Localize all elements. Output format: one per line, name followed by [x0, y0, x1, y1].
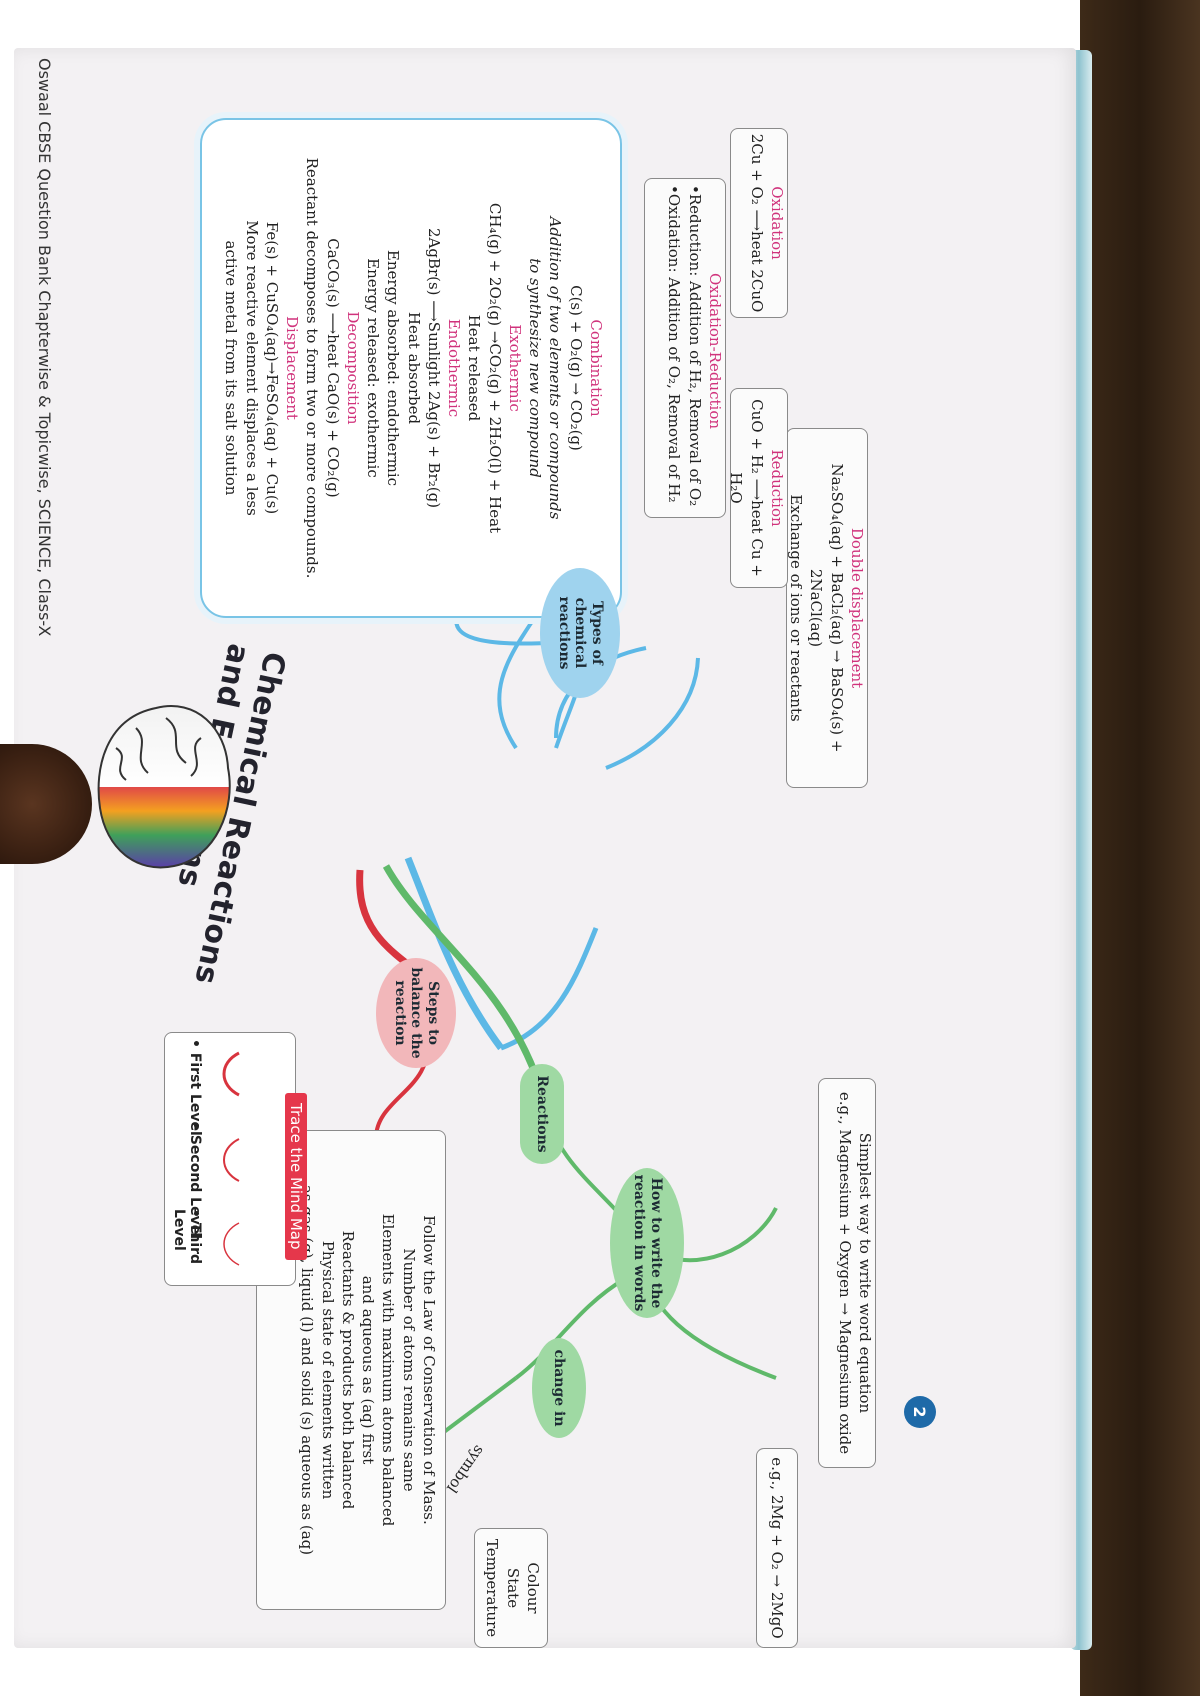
combination-note1: Addition of two elements or compounds [546, 216, 565, 520]
symbol-example-box: e.g., 2Mg + O₂ → 2MgO [756, 1448, 798, 1648]
word-equation-box: Simplest way to write word equation e.g.… [818, 1078, 876, 1468]
page-number: 2 [904, 1396, 936, 1428]
endothermic-note3: Energy released: exothermic [364, 258, 383, 478]
legend-header: Trace the Mind Map [285, 1093, 307, 1260]
balance-line3: Elements with maximum atoms balanced [379, 1213, 398, 1527]
types-of-reactions-node: Types of chemical reactions [540, 568, 620, 698]
oxidation-heading: Oxidation [768, 186, 786, 260]
steps-node: Steps to balance the reaction [376, 958, 456, 1068]
oxidation-equation: 2Cu + O₂ ⟶heat 2CuO [747, 133, 766, 313]
table-background [1080, 0, 1200, 1696]
decomposition-equation: CaCO₃(s) ⟶heat CaO(s) + CO₂(g) [323, 238, 342, 498]
word-equation-line2: e.g., Magnesium + Oxygen → Magnesium oxi… [835, 1091, 854, 1455]
displacement-equation: Fe(s) + CuSO₄(aq)→FeSO₄(aq) + Cu(s) [263, 221, 281, 515]
legend-third-level: • Third Level [171, 1209, 203, 1265]
oxidation-box: Oxidation 2Cu + O₂ ⟶heat 2CuO [730, 128, 788, 318]
combination-heading: Combination [587, 319, 605, 417]
oxidation-reduction-line2: •Oxidation: Addition of O₂, Removal of H… [665, 185, 684, 503]
reaction-types-box: Combination C(s) + O₂(g) → CO₂(g) Additi… [200, 118, 622, 618]
endothermic-note1: Heat absorbed [404, 311, 423, 425]
double-displacement-equation: Na₂SO₄(aq) + BaCl₂(aq) → BaSO₄(s) + 2NaC… [807, 463, 846, 753]
reactions-node: Reactions [520, 1064, 564, 1164]
change-box: Colour State Temperature [474, 1528, 548, 1648]
exothermic-equation: CH₄(g) + 2O₂(g) →CO₂(g) + 2H₂O(l) + Heat [485, 202, 504, 534]
balance-line6: Physical state of elements written [318, 1240, 337, 1500]
legend-box: Trace the Mind Map • First Level • Secon… [164, 1032, 307, 1286]
decomposition-note: Reactant decomposes to form two or more … [303, 157, 322, 579]
double-displacement-note: Exchange of ions or reactants [787, 494, 806, 722]
footer-text: Oswaal CBSE Question Bank Chapterwise & … [35, 58, 54, 637]
double-displacement-box: Double displacement Na₂SO₄(aq) + BaCl₂(a… [786, 428, 868, 788]
thumb [0, 744, 92, 864]
double-displacement-heading: Double displacement [848, 527, 866, 689]
word-equation-line1: Simplest way to write word equation [856, 1132, 874, 1414]
reduction-equation: CuO + H₂ ⟶heat Cu + H₂O [727, 399, 766, 577]
third-level-arc-icon [223, 1222, 240, 1266]
word-reaction-node: How to write the reaction in words [610, 1168, 684, 1318]
symbol-example: e.g., 2Mg + O₂ → 2MgO [768, 1457, 786, 1639]
word-reaction-label: How to write the reaction in words [631, 1174, 664, 1312]
change-state: State [503, 1567, 522, 1609]
oxidation-reduction-box: Oxidation-Reduction •Reduction: Addition… [644, 178, 726, 518]
balance-line1: Follow the Law of Conservation of Mass. [420, 1215, 438, 1525]
combination-note2: to synthesize new compound [526, 258, 545, 478]
brain-image [97, 705, 231, 869]
change-temperature: Temperature [483, 1538, 502, 1638]
reduction-box: Reduction CuO + H₂ ⟶heat Cu + H₂O [728, 388, 788, 588]
first-level-arc-icon [222, 1051, 240, 1097]
displacement-heading: Displacement [283, 316, 302, 420]
change-colour: Colour [524, 1562, 542, 1614]
balance-line5: Reactants & products both balanced [339, 1230, 357, 1510]
mind-map: Double displacement Na₂SO₄(aq) + BaCl₂(a… [14, 48, 1076, 1648]
oxidation-reduction-heading: Oxidation-Reduction [706, 272, 724, 430]
displacement-note1: More reactive element displaces a less [242, 220, 261, 516]
combination-equation: C(s) + O₂(g) → CO₂(g) [566, 285, 585, 451]
reactions-label: Reactions [534, 1075, 551, 1153]
decomposition-heading: Decomposition [344, 311, 362, 425]
change-in-node: change in [532, 1338, 586, 1438]
endothermic-equation: 2AgBr(s) ⟶Sunlight 2Ag(s) + Br₂(g) [425, 227, 443, 509]
change-in-label: change in [551, 1349, 568, 1427]
exothermic-note: Heat released [465, 314, 484, 422]
second-level-arc-icon [223, 1138, 240, 1182]
oxidation-reduction-line1: •Reduction: Addition of H₂, Removal of O… [685, 185, 704, 507]
endothermic-note2: Energy absorbed: endothermic [384, 249, 403, 487]
exothermic-heading: Exothermic [506, 324, 524, 412]
balance-line4: and aqueous as (aq) first [359, 1275, 378, 1465]
displacement-note2: active metal from its salt solution [222, 240, 241, 496]
balance-line2: Number of atoms remains same [399, 1248, 418, 1492]
endothermic-heading: Endothermic [445, 318, 464, 418]
steps-label: Steps to balance the reaction [391, 967, 442, 1059]
types-of-reactions-label: Types of chemical reactions [555, 596, 606, 670]
reduction-heading: Reduction [768, 449, 786, 527]
